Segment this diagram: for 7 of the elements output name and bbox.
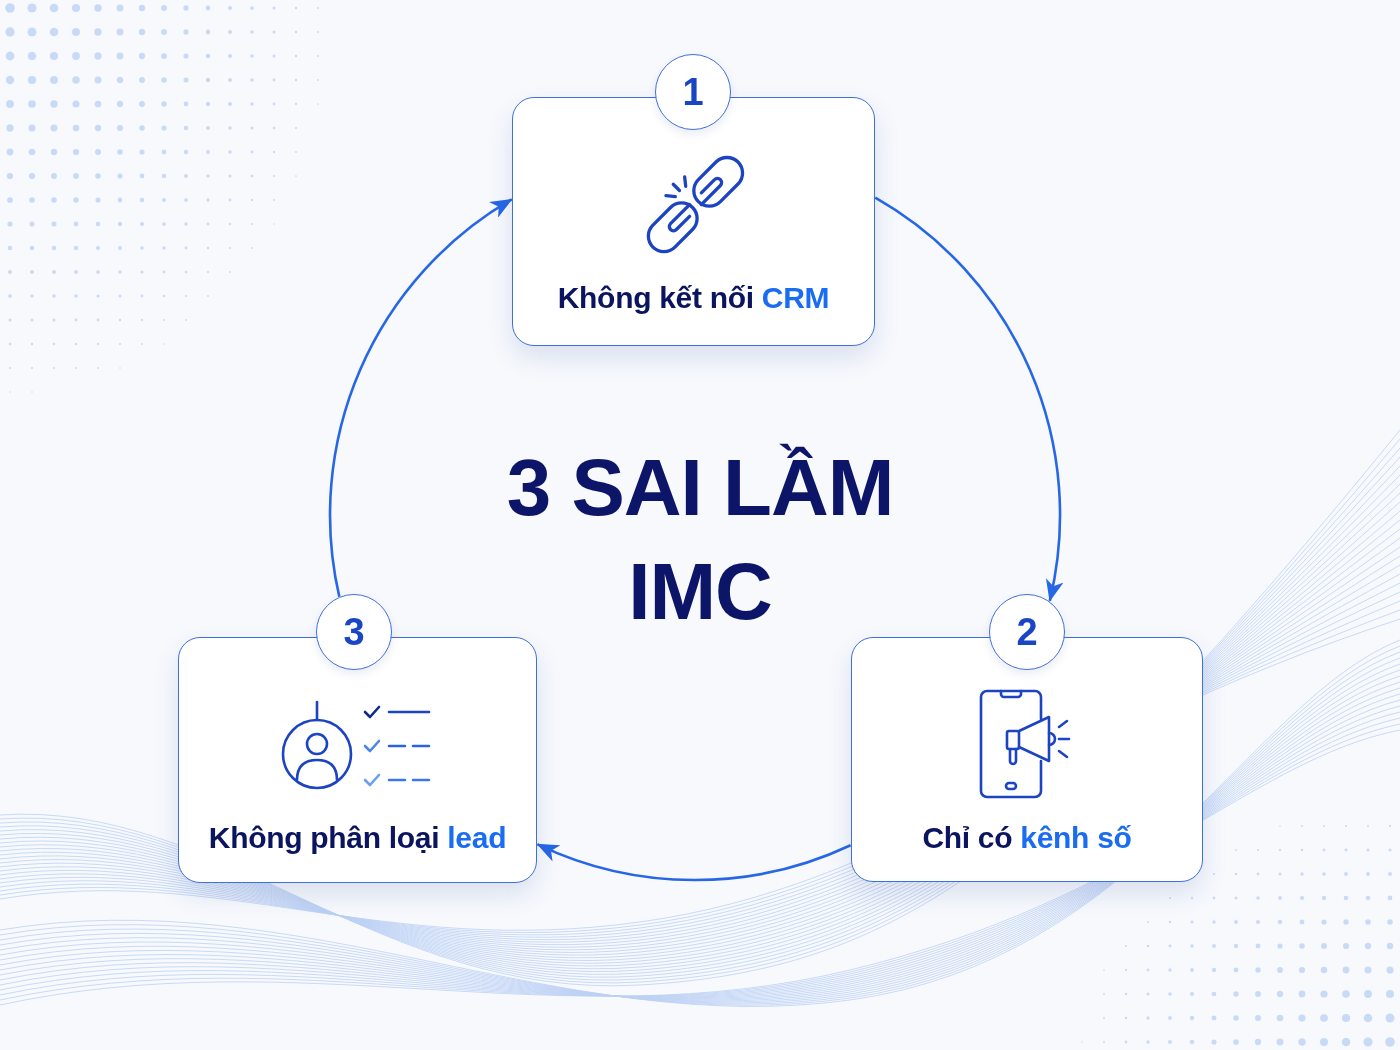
step-label: Không kết nối CRM bbox=[557, 280, 830, 316]
step-label: Không phân loại lead bbox=[208, 820, 507, 856]
step-label: Chỉ có kênh số bbox=[922, 820, 1132, 856]
cycle-arrow bbox=[328, 198, 513, 597]
diagram-title: 3 SAI LẦM IMC bbox=[505, 442, 895, 638]
cycle-arrow bbox=[874, 196, 1063, 602]
cycle-arrow bbox=[536, 843, 852, 881]
